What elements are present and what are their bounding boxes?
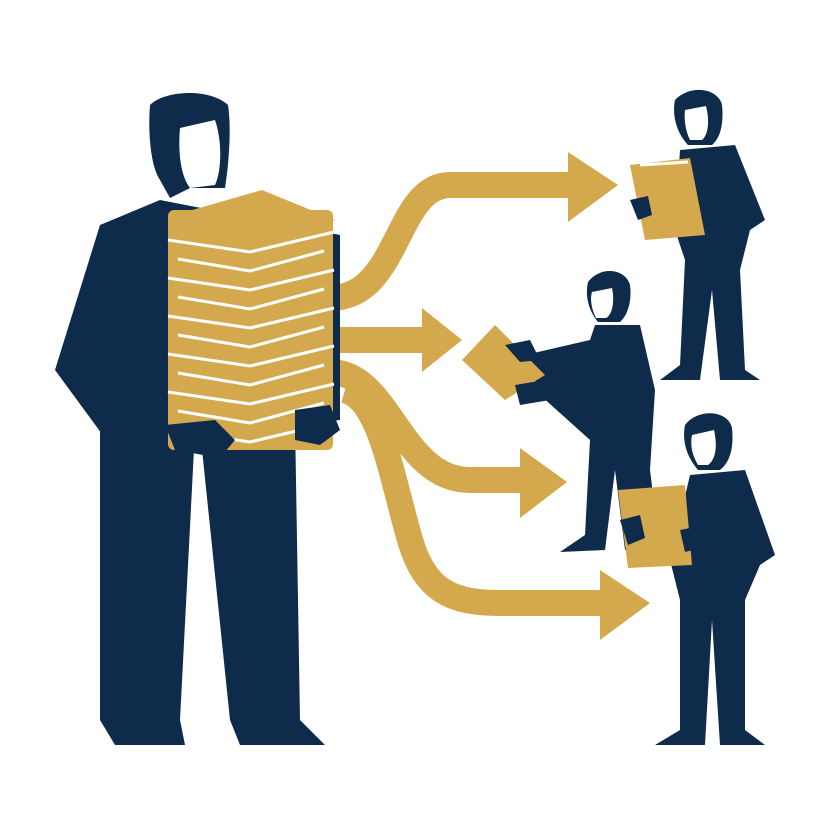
arrowhead-lower-middle — [520, 448, 567, 518]
paper-edge — [167, 230, 335, 254]
paper-stack — [167, 190, 335, 450]
person-middle-face — [591, 288, 614, 318]
arrow-to-bottom-person — [339, 377, 610, 616]
large-person-left-leg — [100, 430, 195, 745]
arrows — [328, 172, 610, 616]
large-person-right-hand — [295, 405, 340, 445]
paper-edge — [167, 306, 335, 330]
arrow-to-top-person — [328, 172, 580, 311]
large-person-face — [179, 120, 221, 188]
arrowhead-bottom — [600, 570, 650, 640]
person-top-right-face — [684, 106, 709, 140]
person-top-right — [630, 89, 765, 380]
paper-edge — [177, 287, 325, 311]
large-person-left-hand — [165, 420, 235, 458]
person-bottom-right-folder — [618, 485, 692, 568]
arrowhead-middle — [422, 308, 462, 372]
paper-edges — [167, 230, 335, 444]
person-top-right-folder-edge — [639, 160, 689, 167]
arrowheads — [422, 152, 650, 640]
arrow-to-lower-middle — [328, 359, 530, 493]
person-bottom-right — [618, 413, 775, 745]
paper-stack-top — [175, 190, 335, 248]
large-person-face-shape — [179, 120, 221, 188]
paper-edge — [167, 344, 335, 368]
person-bottom-right-face — [691, 430, 716, 465]
large-person-hands — [165, 405, 340, 458]
paper-edge — [177, 325, 325, 349]
large-person-right-leg — [200, 420, 325, 745]
paper-edge — [167, 268, 335, 292]
arrowhead-top — [568, 152, 618, 222]
paper-edge — [177, 249, 325, 273]
person-middle-hands — [505, 340, 550, 405]
paper-edge — [167, 382, 335, 406]
person-top-right-hand — [630, 196, 652, 220]
paper-edge — [177, 363, 325, 387]
person-top-right-folder — [630, 158, 705, 240]
person-middle-folder — [462, 325, 545, 400]
person-bottom-right-hand — [620, 515, 712, 552]
paper-stack-body — [168, 210, 333, 450]
